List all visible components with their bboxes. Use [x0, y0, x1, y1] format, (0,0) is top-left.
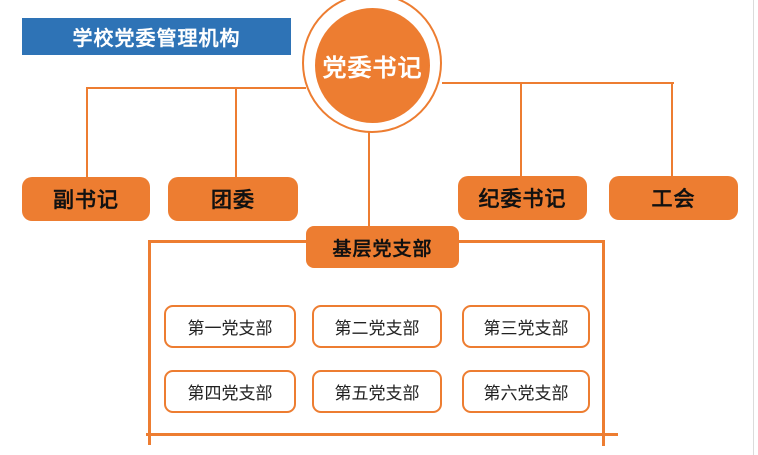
title-banner: 学校党委管理机构: [22, 18, 291, 55]
connector-right-horizontal: [442, 82, 674, 84]
root-node: 党委书记: [315, 8, 430, 123]
title-banner-label: 学校党委管理机构: [72, 28, 241, 50]
branch-box-5-label: 第五党支部: [334, 384, 420, 403]
node-labor-union-label: 工会: [651, 188, 696, 211]
container-bottom-border: [146, 433, 618, 436]
connector-vertical-discipline: [520, 82, 522, 177]
node-discipline-secretary-label: 纪委书记: [478, 188, 567, 211]
connector-vertical-center: [368, 130, 370, 227]
node-labor-union: 工会: [609, 176, 738, 220]
connector-vertical-union: [671, 82, 673, 177]
branch-box-1: 第一党支部: [164, 305, 296, 348]
page-edge-divider: [753, 0, 754, 455]
node-deputy-secretary: 副书记: [22, 177, 150, 221]
node-youth-league-label: 团委: [211, 189, 255, 212]
branch-box-6-label: 第六党支部: [483, 384, 569, 403]
container-left-border: [148, 240, 151, 445]
node-discipline-secretary: 纪委书记: [458, 176, 587, 220]
node-grassroots-branch-header: 基层党支部: [306, 226, 459, 268]
connector-vertical-deputy: [86, 87, 88, 178]
branch-box-4: 第四党支部: [164, 370, 296, 413]
branch-box-3-label: 第三党支部: [483, 319, 569, 338]
connector-left-horizontal: [86, 87, 306, 89]
branch-box-5: 第五党支部: [312, 370, 442, 413]
branch-box-1-label: 第一党支部: [187, 319, 273, 338]
branch-box-6: 第六党支部: [462, 370, 590, 413]
branch-box-2: 第二党支部: [312, 305, 442, 348]
branch-box-3: 第三党支部: [462, 305, 590, 348]
branch-box-2-label: 第二党支部: [334, 319, 420, 338]
branch-box-4-label: 第四党支部: [187, 384, 273, 403]
node-grassroots-branch-label: 基层党支部: [332, 238, 433, 260]
root-node-label: 党委书记: [322, 55, 423, 82]
connector-vertical-youth: [235, 87, 237, 178]
node-deputy-secretary-label: 副书记: [53, 189, 119, 212]
node-youth-league: 团委: [168, 177, 298, 221]
container-right-border: [602, 240, 605, 446]
